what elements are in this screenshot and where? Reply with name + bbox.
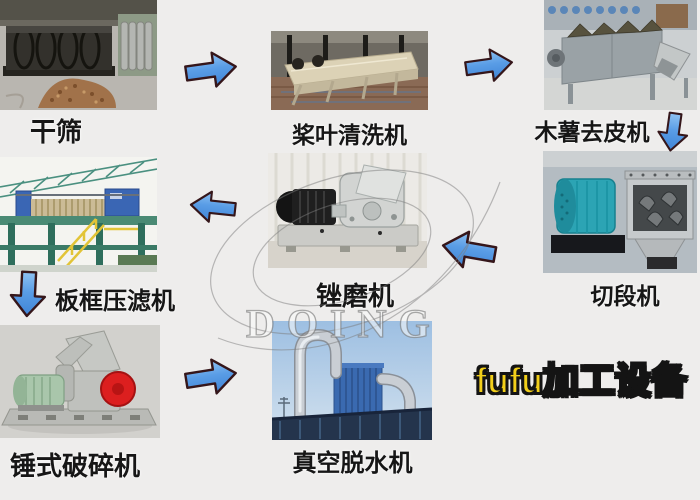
step-label-dry-sieve: 干筛 (30, 117, 83, 147)
step-label-plate-frame-filter-press: 板框压滤机 (55, 288, 175, 315)
step-label-cassava-peeling-machine: 木薯去皮机 (534, 119, 650, 145)
step-label-paddle-washing-machine: 桨叶清洗机 (292, 122, 407, 148)
filter-press-illustration (0, 157, 157, 272)
cassava-peeling-machine-photo (544, 0, 697, 110)
step-label-cutting-machine: 切段机 (590, 283, 660, 309)
peeler-illustration (544, 0, 697, 110)
flow-arrow-5-left (187, 187, 239, 228)
diagram-title: fufu加工设备 (474, 359, 688, 402)
paddle-washer-illustration (271, 31, 428, 110)
cutting-machine-photo (543, 151, 697, 273)
doing-watermark-text: DOING (245, 300, 442, 346)
flow-arrow-7-right (181, 353, 241, 401)
flow-arrow-1-right (181, 46, 240, 93)
flow-arrow-4-left (437, 224, 501, 275)
step-label-vacuum-dehydration-machine: 真空脱水机 (292, 450, 413, 477)
rasper-illustration (268, 153, 427, 268)
dry-sieve-illustration (0, 0, 157, 110)
cutter-illustration (543, 151, 697, 273)
dry-sieve-photo (0, 0, 157, 110)
flow-arrow-3-down (653, 109, 693, 155)
plate-frame-filter-press-photo (0, 157, 157, 272)
flow-arrow-6-down (7, 268, 50, 320)
rasper-machine-photo (268, 153, 427, 268)
hammer-crusher-photo (0, 325, 160, 438)
crusher-illustration (0, 325, 160, 438)
flow-arrow-2-right (462, 44, 517, 88)
step-label-hammer-crusher: 锤式破碎机 (10, 451, 141, 481)
paddle-washing-machine-photo (271, 31, 428, 110)
